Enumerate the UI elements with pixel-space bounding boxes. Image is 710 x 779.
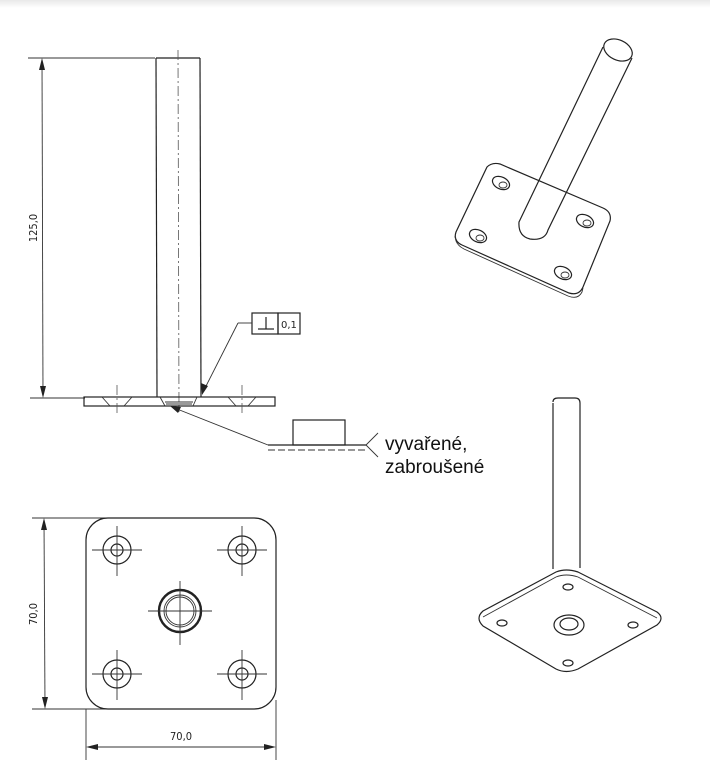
weld-note-line-1: vyvařené, — [385, 434, 468, 455]
height-dimension-label: 125,0 — [27, 214, 40, 242]
weld-note-line-2: zabroušené — [385, 457, 485, 478]
weld-symbol — [170, 406, 379, 458]
side-view: 125,0 — [27, 49, 276, 415]
isometric-top-view — [454, 38, 633, 298]
isometric-bottom-view — [478, 397, 662, 673]
top-view-width-dimension: 70,0 — [170, 730, 192, 743]
top-view: 70,0 70,0 — [27, 517, 277, 760]
top-view-height-dimension: 70,0 — [27, 603, 40, 625]
perpendicularity-tolerance-frame: 0,1 — [201, 312, 301, 395]
top-edge-shadow — [0, 0, 710, 8]
tolerance-value: 0,1 — [281, 320, 297, 331]
weld-note: vyvařené, zabroušené — [385, 433, 484, 479]
